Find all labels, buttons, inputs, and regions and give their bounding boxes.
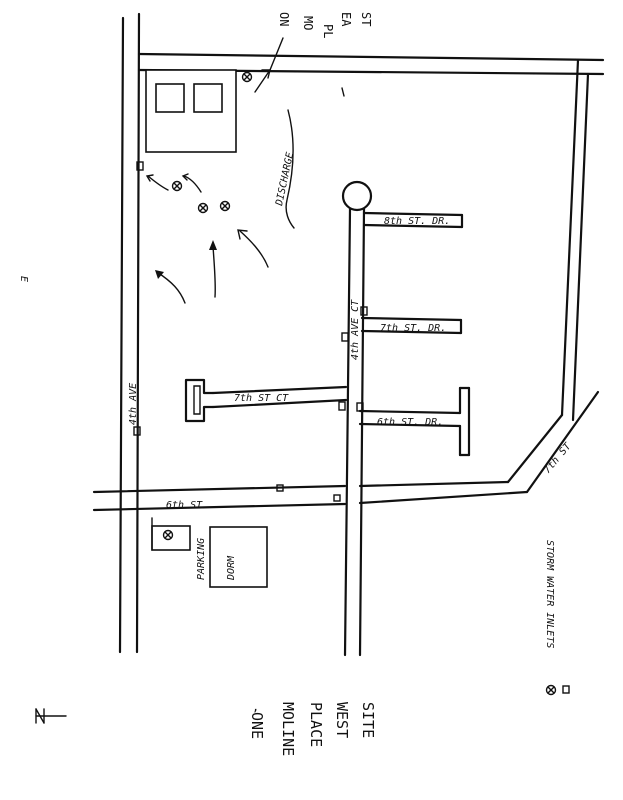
road-6th-st-east-south [358,490,529,505]
circle-x-icon [162,529,174,541]
top-note: ON MO PL EA ST [277,12,373,38]
small-square-icon [333,494,341,502]
flow-arrow-icon [147,175,169,191]
road-4th-ave-east-edge [135,12,141,654]
road-6th-st-north-edge [92,484,347,494]
road-7th-st-ct-b [211,398,348,409]
road-8th-st-dr-b [362,223,464,229]
circle-x-icon [219,200,231,212]
road-6th-st-dr-a [358,409,462,415]
label-6th-st-dr: 6th ST. DR. [377,417,443,428]
top-note-line: PL [321,24,335,38]
road-6th-st-east-north [358,480,510,488]
circle-x-icon [171,180,183,192]
street-labels: 4th AVE 4th AVE CT 6th ST 7th ST 7th ST … [128,151,574,581]
road-4th-ave-ct-east [358,207,366,657]
flow-arrow-icon [239,230,269,268]
top-note-line: ON [277,12,291,26]
label-7th-st: 7th ST [542,440,574,475]
label-4th-ave-ct: 4th AVE CT [350,299,361,360]
flow-arrow-icon [341,87,345,97]
road-7th-st-ct-inner [193,385,201,415]
top-note-line: EA [339,12,353,27]
road-7th-st-dr-b [360,329,463,335]
flow-arrow-icon [155,270,164,279]
catch-basins [133,161,368,502]
corner-mark: E [18,276,29,282]
small-square-icon [562,685,570,694]
small-square-icon [133,426,141,436]
flow-arrow-icon [209,240,217,250]
road-east-edge-b [571,72,590,422]
circle-x-icon [241,71,253,83]
road-6th-st-dr-b [358,422,462,428]
building-north-a [155,83,185,113]
flow-arrow-icon [181,173,189,181]
small-square-icon [341,332,349,342]
flow-arrow-icon [212,245,216,298]
label-7th-st-ct: 7th ST CT [234,393,289,404]
label-8th-st-dr: 8th ST. DR. [384,216,450,227]
title-comma: , [252,700,259,714]
north-arrow-icon [35,708,67,724]
title-line: WEST [333,702,351,738]
small-square-icon [276,484,284,492]
road-7th-st-ct-bulb [184,378,215,423]
storm-water-inlets [162,71,253,541]
legend: STORM WATER INLETS [544,540,570,696]
flow-arrow-icon [156,271,186,304]
road-4th-ave-west-edge [118,16,125,654]
road-8th-st-dr-a [362,211,464,217]
circle-x-icon [545,684,557,696]
flow-arrow-icon [269,37,284,71]
label-dorm: DORM [226,555,237,581]
title-line: SITE [359,702,377,738]
label-6th-st: 6th ST [166,500,203,511]
flow-arrows [145,37,345,304]
flow-arrow-icon [145,174,154,182]
building-north-b [193,83,223,113]
top-note-line: MO [301,16,315,30]
top-note-line: ST [359,12,373,26]
label-parking: PARKING [196,538,207,580]
title-line: ONE [248,712,266,739]
road-network [92,12,605,657]
small-square-icon [338,401,346,411]
road-7th-st-diag-a [506,413,564,484]
small-square-icon [356,402,364,412]
label-discharge: DISCHARGE [274,151,296,207]
flow-arrow-icon [183,175,202,193]
road-7th-st-diag-b [525,390,600,494]
buildings [145,69,268,588]
road-east-edge-a [560,58,580,417]
legend-label: STORM WATER INLETS [544,540,555,648]
road-7th-st-ct-a [211,385,348,395]
road-north-edge-a [137,52,605,62]
flow-arrow-icon [285,109,295,229]
label-4th-ave: 4th AVE [128,383,139,425]
title-block: ONE MOLINE PLACE WEST SITE , [248,700,377,756]
small-square-icon [136,161,144,171]
circle-x-icon [197,202,209,214]
road-7th-st-dr-a [360,316,463,322]
label-7th-st-dr: 7th ST. DR. [380,323,446,334]
flow-arrow-icon [254,69,271,93]
title-line: MOLINE [279,702,297,756]
title-line: PLACE [307,702,325,747]
road-4th-ave-ct-west [343,207,352,657]
small-square-icon [360,306,368,316]
cul-de-sac [341,180,373,212]
dorm-building [209,526,268,588]
road-6th-st-south-edge [92,502,347,512]
flow-arrow-icon [237,229,248,240]
